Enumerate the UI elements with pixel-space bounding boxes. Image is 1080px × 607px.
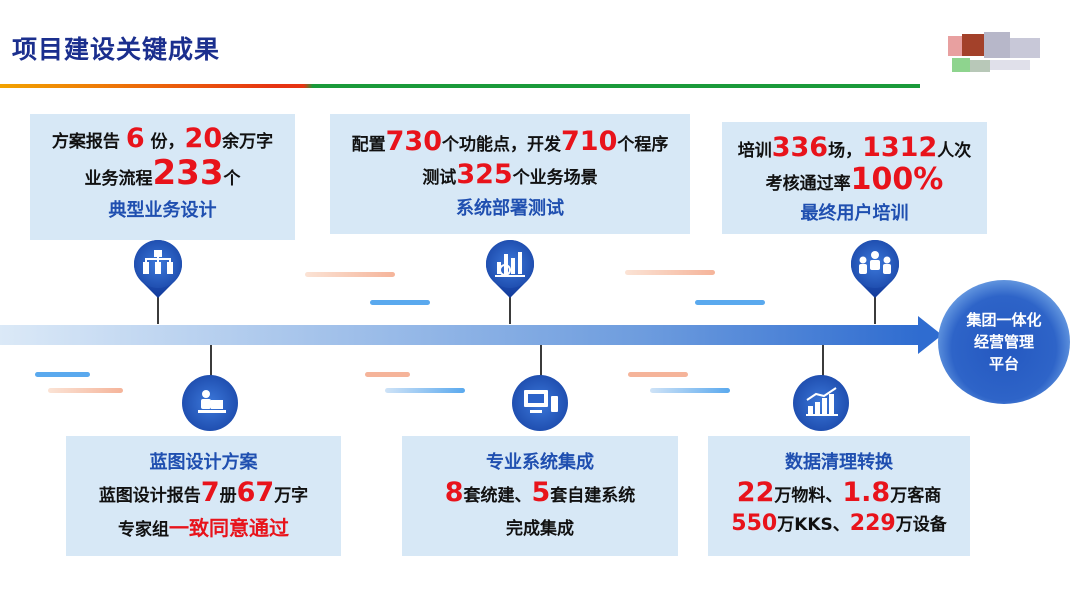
decor-streak xyxy=(650,388,730,393)
pin-stem xyxy=(210,345,212,381)
pin-marker xyxy=(793,375,849,431)
card-text: 个程序 xyxy=(617,135,669,155)
card-number: 20 xyxy=(184,123,223,154)
decor-streak xyxy=(385,388,465,393)
platform-label: 经营管理 xyxy=(973,333,1034,351)
card-text: 万KKS、 xyxy=(777,515,850,535)
card-heading: 专业系统集成 xyxy=(486,452,594,473)
card-text: 蓝图设计报告 xyxy=(98,486,201,506)
card-text: 套自建系统 xyxy=(550,486,636,506)
decor-streak xyxy=(305,272,395,277)
card-heading: 最终用户培训 xyxy=(800,203,909,224)
card-text: 套统建、 xyxy=(463,486,532,506)
pin-stem xyxy=(822,345,824,381)
card-text: 配置 xyxy=(351,135,386,155)
card-text: 个 xyxy=(223,169,241,189)
header-divider xyxy=(0,84,920,88)
card-text: 人次 xyxy=(937,141,972,161)
computer-phone-icon xyxy=(522,388,560,418)
card-text: 万设备 xyxy=(895,515,947,535)
card-number: 6 xyxy=(125,123,145,154)
pin-stem xyxy=(157,282,159,324)
card-number: 325 xyxy=(456,159,513,190)
card-heading: 蓝图设计方案 xyxy=(149,452,258,473)
pin-stem xyxy=(874,282,876,324)
card-text: 测试 xyxy=(422,168,457,188)
card-number: 730 xyxy=(385,126,442,157)
card-highlight: 一致同意通过 xyxy=(169,516,289,540)
card-heading: 系统部署测试 xyxy=(456,198,564,219)
card-text: 方案报告 xyxy=(51,132,126,152)
card-text: 考核通过率 xyxy=(765,174,851,194)
decor-streak xyxy=(48,388,123,393)
decor-streak xyxy=(35,372,90,377)
platform-label: 平台 xyxy=(988,355,1019,373)
card-number: 336 xyxy=(771,132,829,163)
bottom-card-integration: 专业系统集成 8套统建、5套自建系统 完成集成 xyxy=(402,436,678,556)
card-number: 550 xyxy=(731,511,778,536)
person-laptop-icon xyxy=(194,388,228,418)
card-text: 专家组 xyxy=(118,520,169,540)
card-number: 5 xyxy=(531,477,551,508)
card-number: 1312 xyxy=(862,132,938,163)
card-heading: 数据清理转换 xyxy=(785,452,893,473)
card-text: 余万字 xyxy=(222,132,274,152)
platform-circle: 集团一体化 经营管理 平台 xyxy=(938,280,1070,404)
card-number: 67 xyxy=(236,477,275,508)
bottom-card-data-cleanup: 数据清理转换 22万物料、1.8万客商 550万KKS、229万设备 xyxy=(708,436,970,556)
decor-streak xyxy=(365,372,410,377)
card-text: 培训 xyxy=(737,141,772,161)
card-text: 完成集成 xyxy=(506,519,574,539)
top-card-deploy-test: 配置730个功能点，开发710个程序 测试325个业务场景 系统部署测试 xyxy=(330,114,690,234)
card-text: 册 xyxy=(219,486,237,506)
decor-streak xyxy=(695,300,765,305)
pin-stem xyxy=(540,345,542,381)
bar-chart-magnifier-icon xyxy=(493,248,527,280)
card-number: 7 xyxy=(200,477,220,508)
card-number: 1.8 xyxy=(842,477,891,508)
card-number: 8 xyxy=(444,477,464,508)
card-text: 个业务场景 xyxy=(512,168,598,188)
decor-streak xyxy=(625,270,715,275)
card-text: 个功能点，开发 xyxy=(442,135,561,155)
card-number: 100% xyxy=(850,162,944,197)
platform-label: 集团一体化 xyxy=(966,311,1042,329)
timeline-arrow xyxy=(0,325,920,345)
org-chart-icon xyxy=(140,250,176,276)
card-text: 场， xyxy=(828,141,863,161)
card-number: 233 xyxy=(152,153,224,193)
top-card-business-design: 方案报告 6 份，20余万字 业务流程233个 典型业务设计 xyxy=(30,114,295,240)
card-text: 万物料、 xyxy=(774,486,843,506)
rising-chart-icon xyxy=(804,386,840,418)
pin-stem xyxy=(509,282,511,324)
card-number: 22 xyxy=(736,477,775,508)
card-heading: 典型业务设计 xyxy=(108,200,217,221)
decor-streak xyxy=(628,372,688,377)
card-text: 业务流程 xyxy=(84,169,153,189)
page-title: 项目建设关键成果 xyxy=(12,35,221,64)
card-number: 229 xyxy=(849,511,896,536)
top-card-user-training: 培训336场，1312人次 考核通过率100% 最终用户培训 xyxy=(722,122,987,234)
card-text: 份， xyxy=(144,132,185,152)
decor-streak xyxy=(370,300,430,305)
card-number: 710 xyxy=(561,126,618,157)
card-text: 万字 xyxy=(274,486,309,506)
card-text: 万客商 xyxy=(890,486,942,506)
company-logo xyxy=(948,16,1080,78)
bottom-card-blueprint: 蓝图设计方案 蓝图设计报告7册67万字 专家组一致同意通过 xyxy=(66,436,341,556)
meeting-people-icon xyxy=(857,250,893,278)
